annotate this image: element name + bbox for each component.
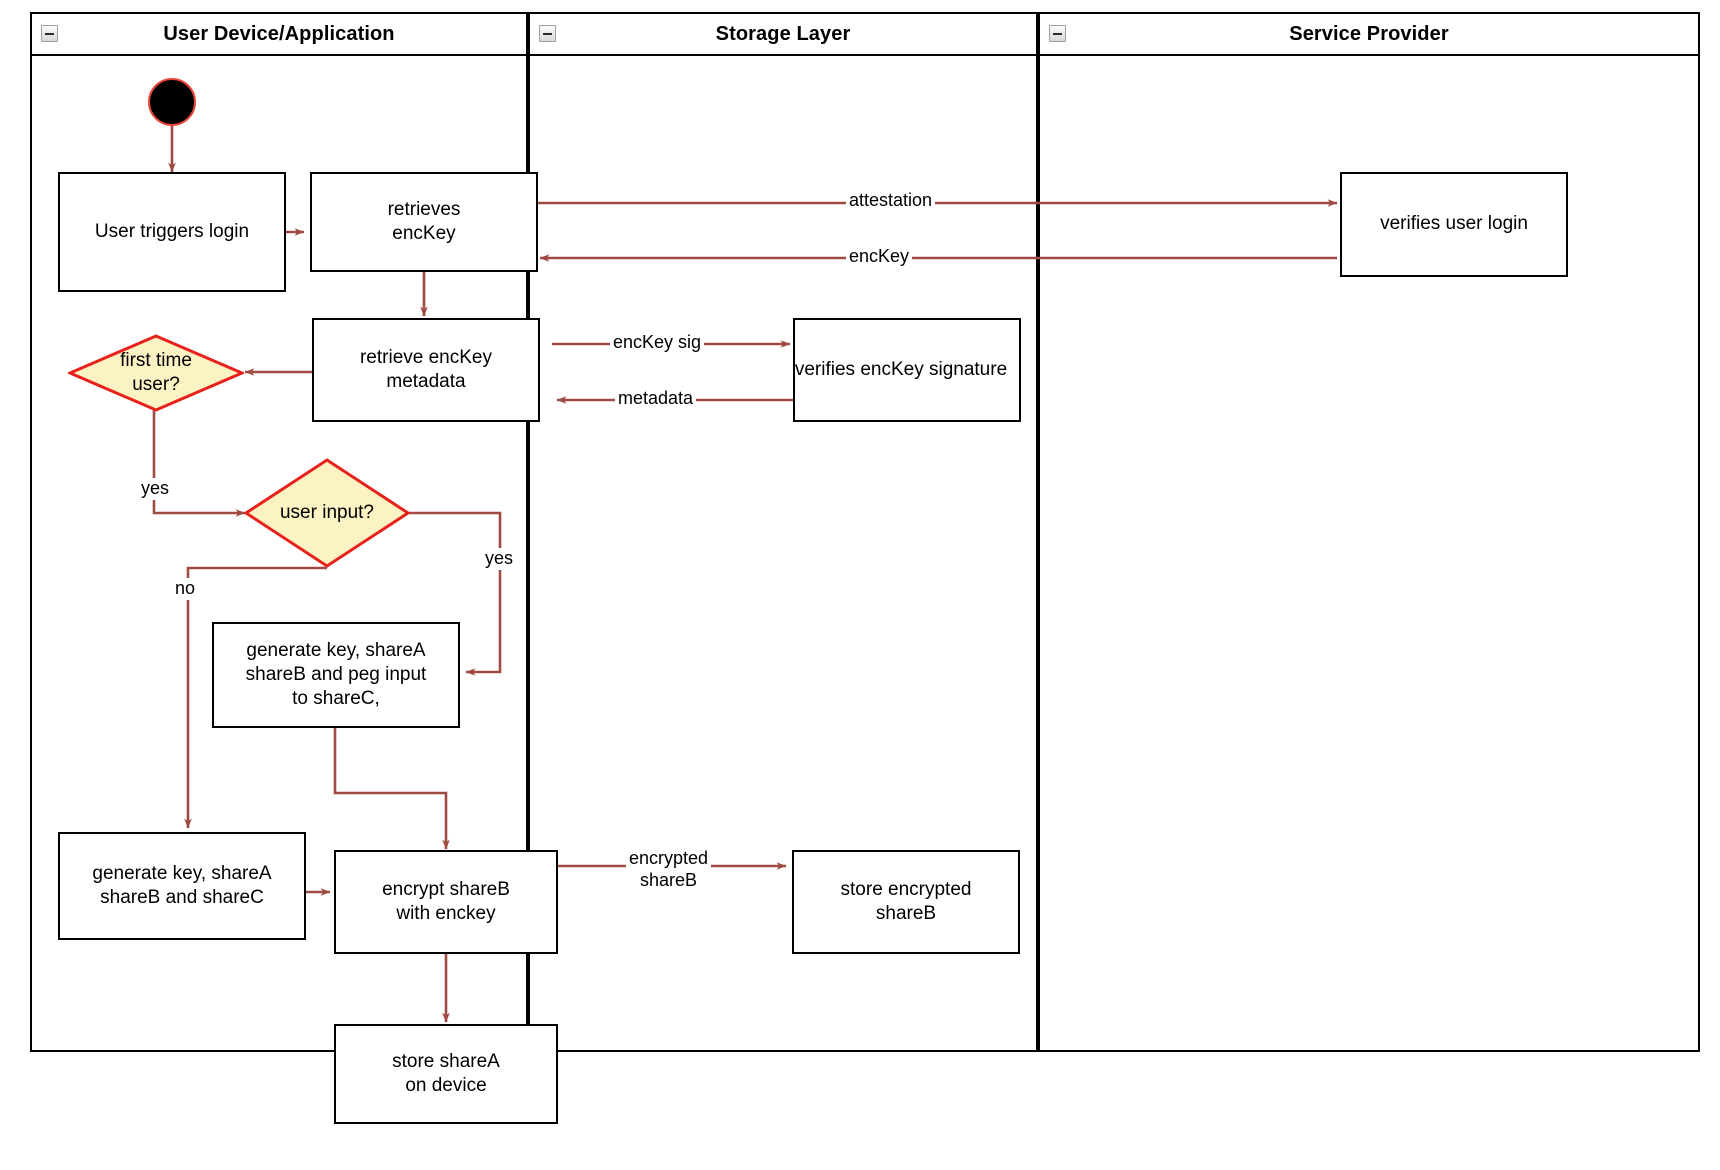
swimlane-service-provider[interactable]: Service Provider [1038,12,1700,1052]
action-label: generate key, shareA shareB and shareC [92,862,272,908]
decision-label: user input? [279,502,374,524]
edge-label-enckey: encKey [846,246,913,268]
action-label: encrypt shareB with enckey [382,878,510,924]
action-retrieve-enckey-metadata[interactable]: retrieve encKey metadata [312,318,540,422]
action-user-triggers-login[interactable]: User triggers login [58,172,286,292]
decision-user-input[interactable]: user input? [244,458,410,568]
decision-label: first time user? [120,350,192,395]
decision-first-time-user[interactable]: first time user? [68,334,244,412]
edge-label-encrypted-shareb: encrypted shareB [626,848,712,892]
action-label: store encrypted shareB [840,878,972,924]
edge-label-userinput-no: no [172,578,199,600]
swimlane-header-storage-layer: Storage Layer [530,14,1036,56]
minus-square-icon[interactable] [1049,25,1066,42]
swimlane-title-storage-layer: Storage Layer [715,22,851,45]
action-encrypt-shareb[interactable]: encrypt shareB with enckey [334,850,558,954]
action-retrieves-enckey[interactable]: retrieves encKey [310,172,538,272]
swimlane-user-device[interactable]: User Device/Application [30,12,528,1052]
action-generate-key-peg[interactable]: generate key, shareA shareB and peg inpu… [212,622,460,728]
action-store-encrypted-shareb[interactable]: store encrypted shareB [792,850,1020,954]
minus-square-icon[interactable] [539,25,556,42]
minus-square-icon[interactable] [41,25,58,42]
edge-label-attestation: attestation [846,190,936,212]
action-generate-key-sharec[interactable]: generate key, shareA shareB and shareC [58,832,306,940]
action-label: generate key, shareA shareB and peg inpu… [245,639,427,710]
action-label: retrieve encKey metadata [359,346,492,392]
action-verifies-enckey-signature[interactable]: verifies encKey signature [793,318,1021,422]
swimlane-header-user-device: User Device/Application [32,14,526,56]
action-label: store shareA on device [392,1050,500,1096]
initial-node [148,78,196,126]
action-label: User triggers login [94,220,250,242]
edge-label-enckey-sig: encKey sig [610,332,705,354]
edge-label-userinput-yes: yes [482,548,517,570]
swimlane-header-service-provider: Service Provider [1040,14,1698,56]
action-label: retrieves encKey [387,198,461,244]
action-verifies-user-login[interactable]: verifies user login [1340,172,1568,277]
swimlane-storage-layer[interactable]: Storage Layer [528,12,1038,1052]
swimlane-title-service-provider: Service Provider [1289,22,1449,45]
edge-label-metadata: metadata [615,388,697,410]
action-store-sharea[interactable]: store shareA on device [334,1024,558,1124]
edge-label-firsttime-yes: yes [138,478,173,500]
action-label: verifies encKey signature [794,358,1008,380]
action-label: verifies user login [1380,213,1528,235]
swimlane-title-user-device: User Device/Application [163,22,395,45]
